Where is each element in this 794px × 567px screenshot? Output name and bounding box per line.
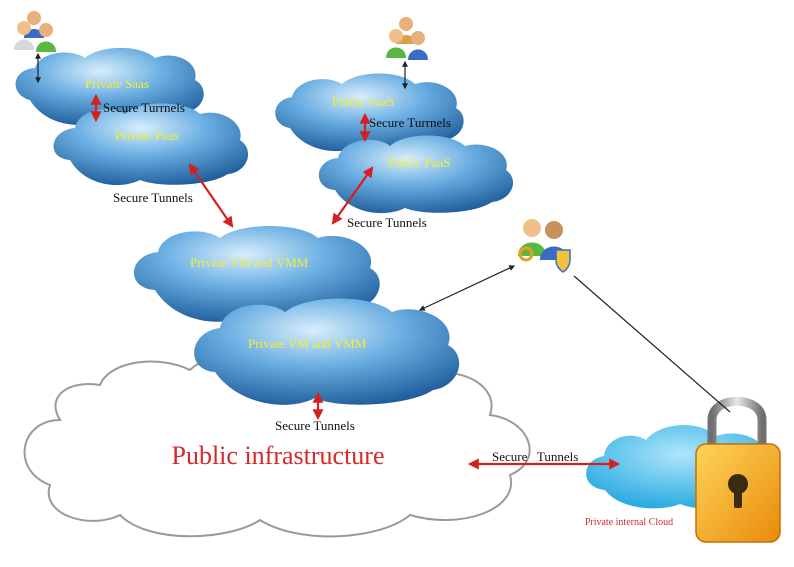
tunnel-label-right-diag: Secure Tunnels xyxy=(347,215,427,230)
private-vm-front-label: Private VM and VMM xyxy=(248,336,367,351)
connectors xyxy=(35,52,731,413)
connector-vm-admin xyxy=(418,265,516,311)
private-vm-cloud-back: Private VM and VMM xyxy=(133,226,380,322)
public-saas-label: Public SaaS xyxy=(332,94,394,109)
connector-admin-lock xyxy=(573,275,731,413)
tunnel-label-public-top: Secure Turrnels xyxy=(369,115,451,130)
tunnel-label-public-internal: Secure Tunnels xyxy=(492,449,578,464)
public-infrastructure-label: Public infrastructure xyxy=(172,441,385,470)
public-saas-cloud: Public SaaS xyxy=(275,73,464,152)
tunnel-label-vm-public: Secure Tunnels xyxy=(275,418,355,433)
private-vm-cloud-front: Private VM and VMM xyxy=(194,298,460,405)
public-paas-label: Public PaaS xyxy=(388,155,450,170)
users-group-icon-right xyxy=(386,17,428,60)
tunnel-arrow-left-diag xyxy=(188,163,234,228)
tunnel-label-left-diag: Secure Tunnels xyxy=(113,190,193,205)
users-group-icon-left xyxy=(14,11,56,52)
tunnel-arrow-right-diag xyxy=(331,166,374,225)
private-internal-cloud-label: Private internal Cloud xyxy=(585,517,673,528)
private-saas-label: Private Saas xyxy=(85,76,149,91)
admin-users-icon xyxy=(518,219,571,273)
tunnel-label-private-top: Secure Turrnels xyxy=(103,100,185,115)
padlock-icon xyxy=(695,396,781,543)
secure-tunnel-labels: Secure Turrnels Secure Turrnels Secure T… xyxy=(103,100,578,464)
private-vm-back-label: Private VM and VMM xyxy=(190,255,309,270)
secure-tunnel-arrows xyxy=(90,93,621,470)
private-paas-label: Private Paas xyxy=(115,128,179,143)
